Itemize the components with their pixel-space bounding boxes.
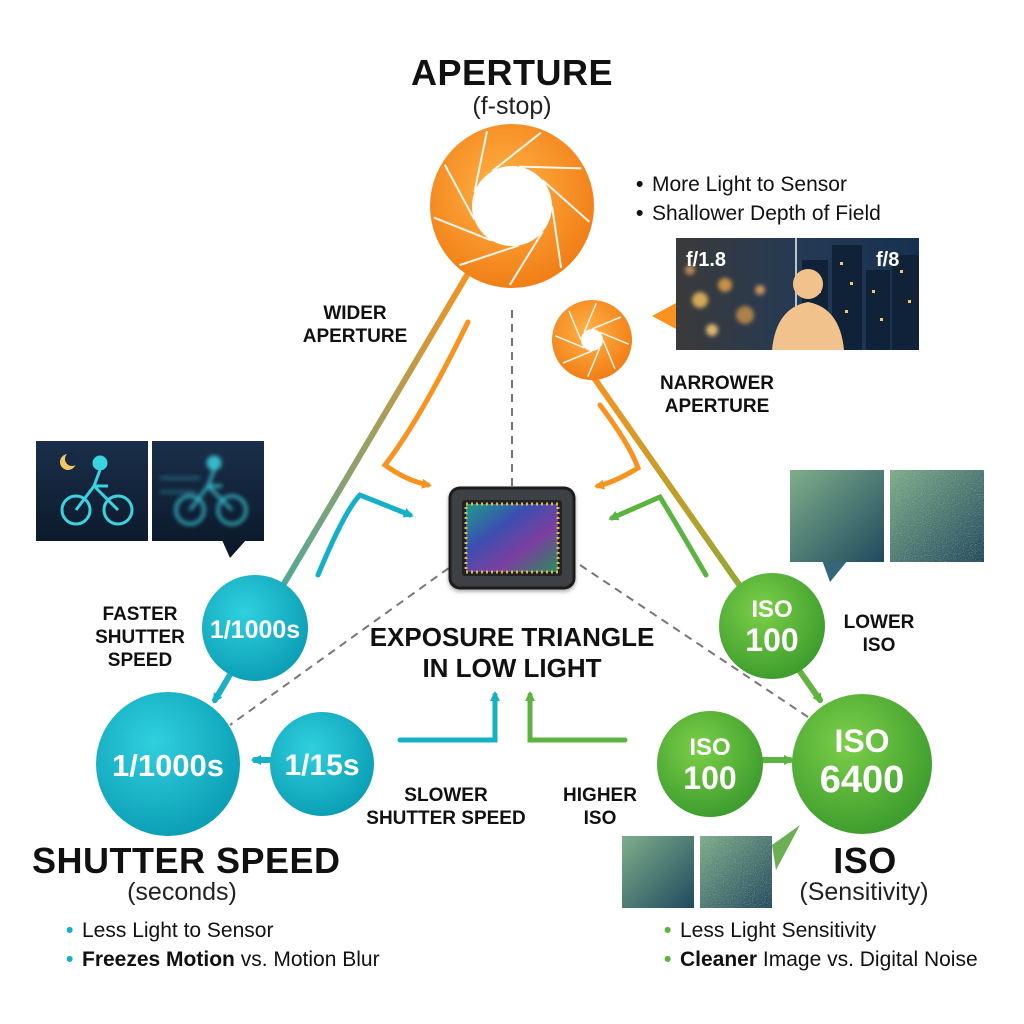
svg-text:ISO: ISO (751, 596, 792, 623)
cyclist-blurred-icon (160, 455, 248, 526)
narrower-aperture-label: NARROWER APERTURE (660, 373, 774, 417)
shutter-bullet-2: •Freezes Motion vs. Motion Blur (66, 948, 380, 971)
motion-blur-thumbnail (36, 441, 264, 558)
aperture-bullet-2: •Shallower Depth of Field (636, 202, 881, 225)
iso-noise-thumbnail-bottom (622, 825, 800, 908)
thumb-fstop-right-label: f/8 (876, 249, 899, 271)
aperture-icon-large (430, 124, 594, 288)
svg-text:100: 100 (683, 760, 736, 796)
slower-shutter-label: SLOWER SHUTTER SPEED (366, 785, 526, 829)
arrow-aperture-to-sensor-left (381, 319, 471, 489)
higher-iso-label: HIGHER ISO (563, 785, 637, 829)
aperture-bullets: •More Light to Sensor •Shallower Depth o… (636, 170, 881, 228)
fstop-thumbnail: f/1.8 f/8 (652, 238, 919, 350)
arrow-aperture-to-sensor-right (594, 402, 642, 490)
thumb-fstop-left-label: f/1.8 (686, 249, 726, 271)
faster-shutter-label: FASTER SHUTTER SPEED (95, 604, 185, 671)
shutter-bullets: •Less Light to Sensor •Freezes Motion vs… (66, 916, 380, 974)
iso-noise-thumbnail-top (790, 470, 984, 582)
arrow-iso-to-sensor (608, 493, 709, 578)
arrow-bottom-green-up (525, 691, 628, 743)
iso-subtitle: (Sensitivity) (799, 878, 929, 906)
svg-text:1/15s: 1/15s (284, 749, 359, 782)
iso-circle-low: ISO 100 (719, 573, 825, 679)
iso-bullets: •Less Light Sensitivity •Cleaner Image v… (664, 916, 978, 974)
iso-bullet-2: •Cleaner Image vs. Digital Noise (664, 948, 978, 971)
iso-title: ISO (833, 840, 897, 881)
inner-arrows (315, 319, 709, 743)
wider-aperture-label: WIDER APERTURE (302, 303, 408, 347)
arrow-shutter-to-sensor (315, 492, 414, 578)
svg-text:6400: 6400 (820, 759, 905, 801)
shutter-circle-small: 1/1000s (202, 575, 308, 681)
lower-iso-label: LOWER ISO (843, 612, 915, 656)
dashed-guides (229, 310, 821, 726)
svg-text:1/1000s: 1/1000s (210, 616, 300, 644)
shutter-bullet-1: •Less Light to Sensor (66, 919, 274, 942)
aperture-icon-small (552, 300, 632, 380)
center-title: EXPOSURE TRIANGLE IN LOW LIGHT (369, 622, 655, 683)
cyclist-sharp-icon (60, 455, 134, 526)
iso-circle-main: ISO 6400 (792, 694, 932, 834)
svg-text:ISO: ISO (689, 734, 730, 761)
arrow-bottom-teal-up (397, 691, 500, 743)
aperture-bullet-1: •More Light to Sensor (636, 173, 847, 196)
shutter-subtitle: (seconds) (127, 878, 237, 906)
svg-text:ISO: ISO (834, 723, 889, 759)
svg-text:1/1000s: 1/1000s (112, 748, 224, 783)
aperture-subtitle: (f-stop) (472, 92, 552, 120)
sensor-icon (448, 486, 576, 590)
iso-circle-mid: ISO 100 (657, 711, 763, 817)
shutter-circle-main: 1/1000s (96, 692, 240, 836)
aperture-title: APERTURE (410, 52, 614, 93)
shutter-circle-slow: 1/15s (270, 712, 374, 816)
svg-text:100: 100 (745, 622, 798, 658)
shutter-title: SHUTTER SPEED (32, 840, 341, 881)
iso-bullet-1: •Less Light Sensitivity (664, 919, 877, 942)
